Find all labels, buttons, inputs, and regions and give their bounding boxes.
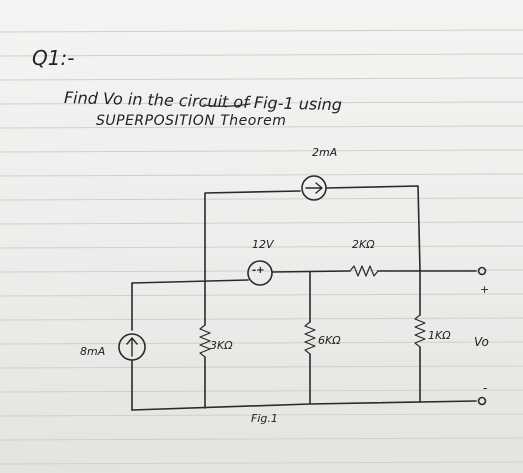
label-output-minus: - xyxy=(483,381,488,395)
terminal-minus xyxy=(477,396,487,406)
resistor-6k xyxy=(304,321,316,355)
label-12v: 12V xyxy=(252,238,274,251)
wire-top-left xyxy=(204,190,301,279)
arrow-right-icon xyxy=(305,182,323,194)
wire-bottom xyxy=(131,400,477,411)
resistor-1k xyxy=(414,314,426,348)
resistor-3k xyxy=(199,324,211,358)
label-8ma: 8mA xyxy=(80,345,106,358)
label-6k: 6KΩ xyxy=(318,334,341,347)
voltage-source-12v xyxy=(247,260,273,286)
resistor-2k xyxy=(349,265,379,277)
question-text-line-2: SUPERPOSITION Theorem xyxy=(96,113,287,129)
terminal-plus xyxy=(477,266,487,276)
figure-caption: Fig.1 xyxy=(251,412,278,425)
label-3k: 3KΩ xyxy=(210,339,233,352)
wire-main-top-left xyxy=(131,279,249,284)
label-1k: 1KΩ xyxy=(428,329,451,342)
label-vo: Vo xyxy=(474,335,489,349)
question-number: Q1:- xyxy=(32,46,75,70)
arrow-up-icon xyxy=(126,337,138,357)
wire-main-top-mid xyxy=(271,270,351,273)
label-2k: 2KΩ xyxy=(352,238,375,251)
underline-circuit xyxy=(203,103,251,107)
label-2ma: 2mA xyxy=(312,146,338,159)
label-output-plus: + xyxy=(480,283,490,296)
voltage-source-polarity: -+ xyxy=(252,265,265,276)
wire-top-right xyxy=(325,185,421,271)
